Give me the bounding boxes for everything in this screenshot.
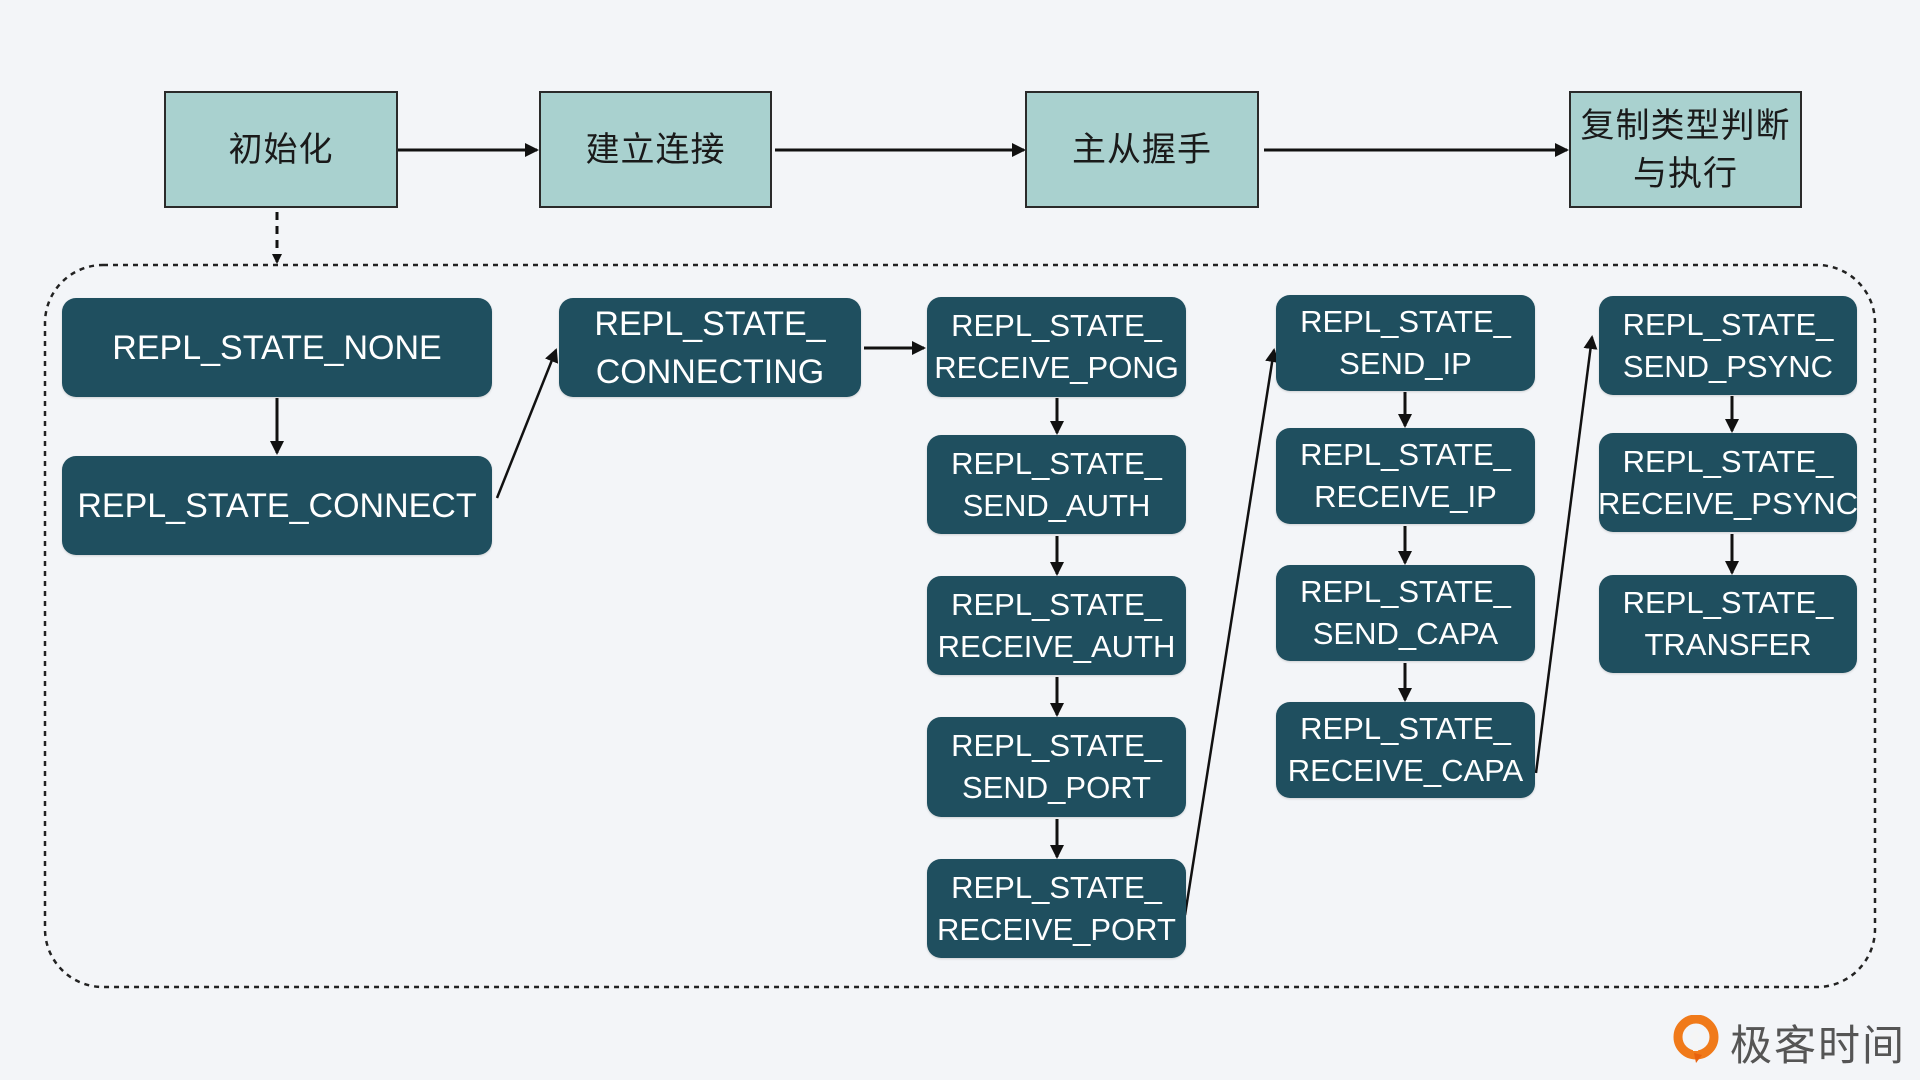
phase-handshake-label: 主从握手 <box>1072 129 1212 170</box>
state-receive-capa-label: REPL_STATE_ RECEIVE_CAPA <box>1287 711 1524 788</box>
state-send-ip: REPL_STATE_ SEND_IP <box>1276 295 1535 391</box>
state-send-auth: REPL_STATE_ SEND_AUTH <box>927 435 1186 534</box>
state-receive-ip: REPL_STATE_ RECEIVE_IP <box>1276 428 1535 524</box>
arrow-connect-to-connecting <box>495 348 559 499</box>
state-send-ip-label: REPL_STATE_ SEND_IP <box>1300 304 1511 381</box>
state-receive-pong: REPL_STATE_ RECEIVE_PONG <box>927 297 1186 397</box>
state-receive-ip-label: REPL_STATE_ RECEIVE_IP <box>1300 437 1511 514</box>
state-none-label: REPL_STATE_NONE <box>112 328 442 367</box>
state-receive-auth-label: REPL_STATE_ RECEIVE_AUTH <box>937 586 1176 664</box>
state-transfer: REPL_STATE_ TRANSFER <box>1599 575 1857 673</box>
phase-connect: 建立连接 <box>539 91 772 208</box>
phase-replication-label: 复制类型判断 与执行 <box>1580 105 1791 194</box>
state-receive-port: REPL_STATE_ RECEIVE_PORT <box>927 859 1186 958</box>
phase-connect-label: 建立连接 <box>585 129 726 170</box>
state-send-capa-label: REPL_STATE_ SEND_CAPA <box>1300 574 1511 651</box>
phase-init: 初始化 <box>164 91 398 208</box>
state-receive-psync: REPL_STATE_ RECEIVE_PSYNC <box>1597 433 1859 532</box>
state-none: REPL_STATE_NONE <box>62 298 492 397</box>
brand-name: 极客时间 <box>1730 1021 1907 1070</box>
state-receive-psync-label: REPL_STATE_ RECEIVE_PSYNC <box>1597 443 1859 521</box>
phase-init-label: 初始化 <box>228 129 334 170</box>
state-send-capa: REPL_STATE_ SEND_CAPA <box>1276 565 1535 661</box>
phase-handshake: 主从握手 <box>1025 91 1259 208</box>
state-connecting: REPL_STATE_ CONNECTING <box>559 298 861 397</box>
state-send-psync-label: REPL_STATE_ SEND_PSYNC <box>1622 306 1834 384</box>
state-send-auth-label: REPL_STATE_ SEND_AUTH <box>951 445 1162 523</box>
geektime-logo-icon <box>1673 1014 1719 1063</box>
phase-replication: 复制类型判断 与执行 <box>1569 91 1802 208</box>
state-send-psync: REPL_STATE_ SEND_PSYNC <box>1599 296 1857 395</box>
arrow-receive-capa-to-send-psync <box>1534 335 1598 774</box>
state-receive-auth: REPL_STATE_ RECEIVE_AUTH <box>927 576 1186 675</box>
state-send-port-label: REPL_STATE_ SEND_PORT <box>951 728 1162 805</box>
state-receive-pong-label: REPL_STATE_ RECEIVE_PONG <box>934 308 1179 385</box>
arrow-receive-port-to-send-ip <box>1183 348 1280 916</box>
state-connecting-label: REPL_STATE_ CONNECTING <box>594 304 826 391</box>
state-receive-capa: REPL_STATE_ RECEIVE_CAPA <box>1276 702 1535 798</box>
state-connect: REPL_STATE_CONNECT <box>62 456 492 555</box>
brand-logo: 极客时间 <box>1672 1012 1906 1073</box>
state-transfer-label: REPL_STATE_ TRANSFER <box>1622 585 1834 662</box>
state-receive-port-label: REPL_STATE_ RECEIVE_PORT <box>937 869 1176 947</box>
state-send-port: REPL_STATE_ SEND_PORT <box>927 717 1186 817</box>
state-connect-label: REPL_STATE_CONNECT <box>77 486 477 525</box>
